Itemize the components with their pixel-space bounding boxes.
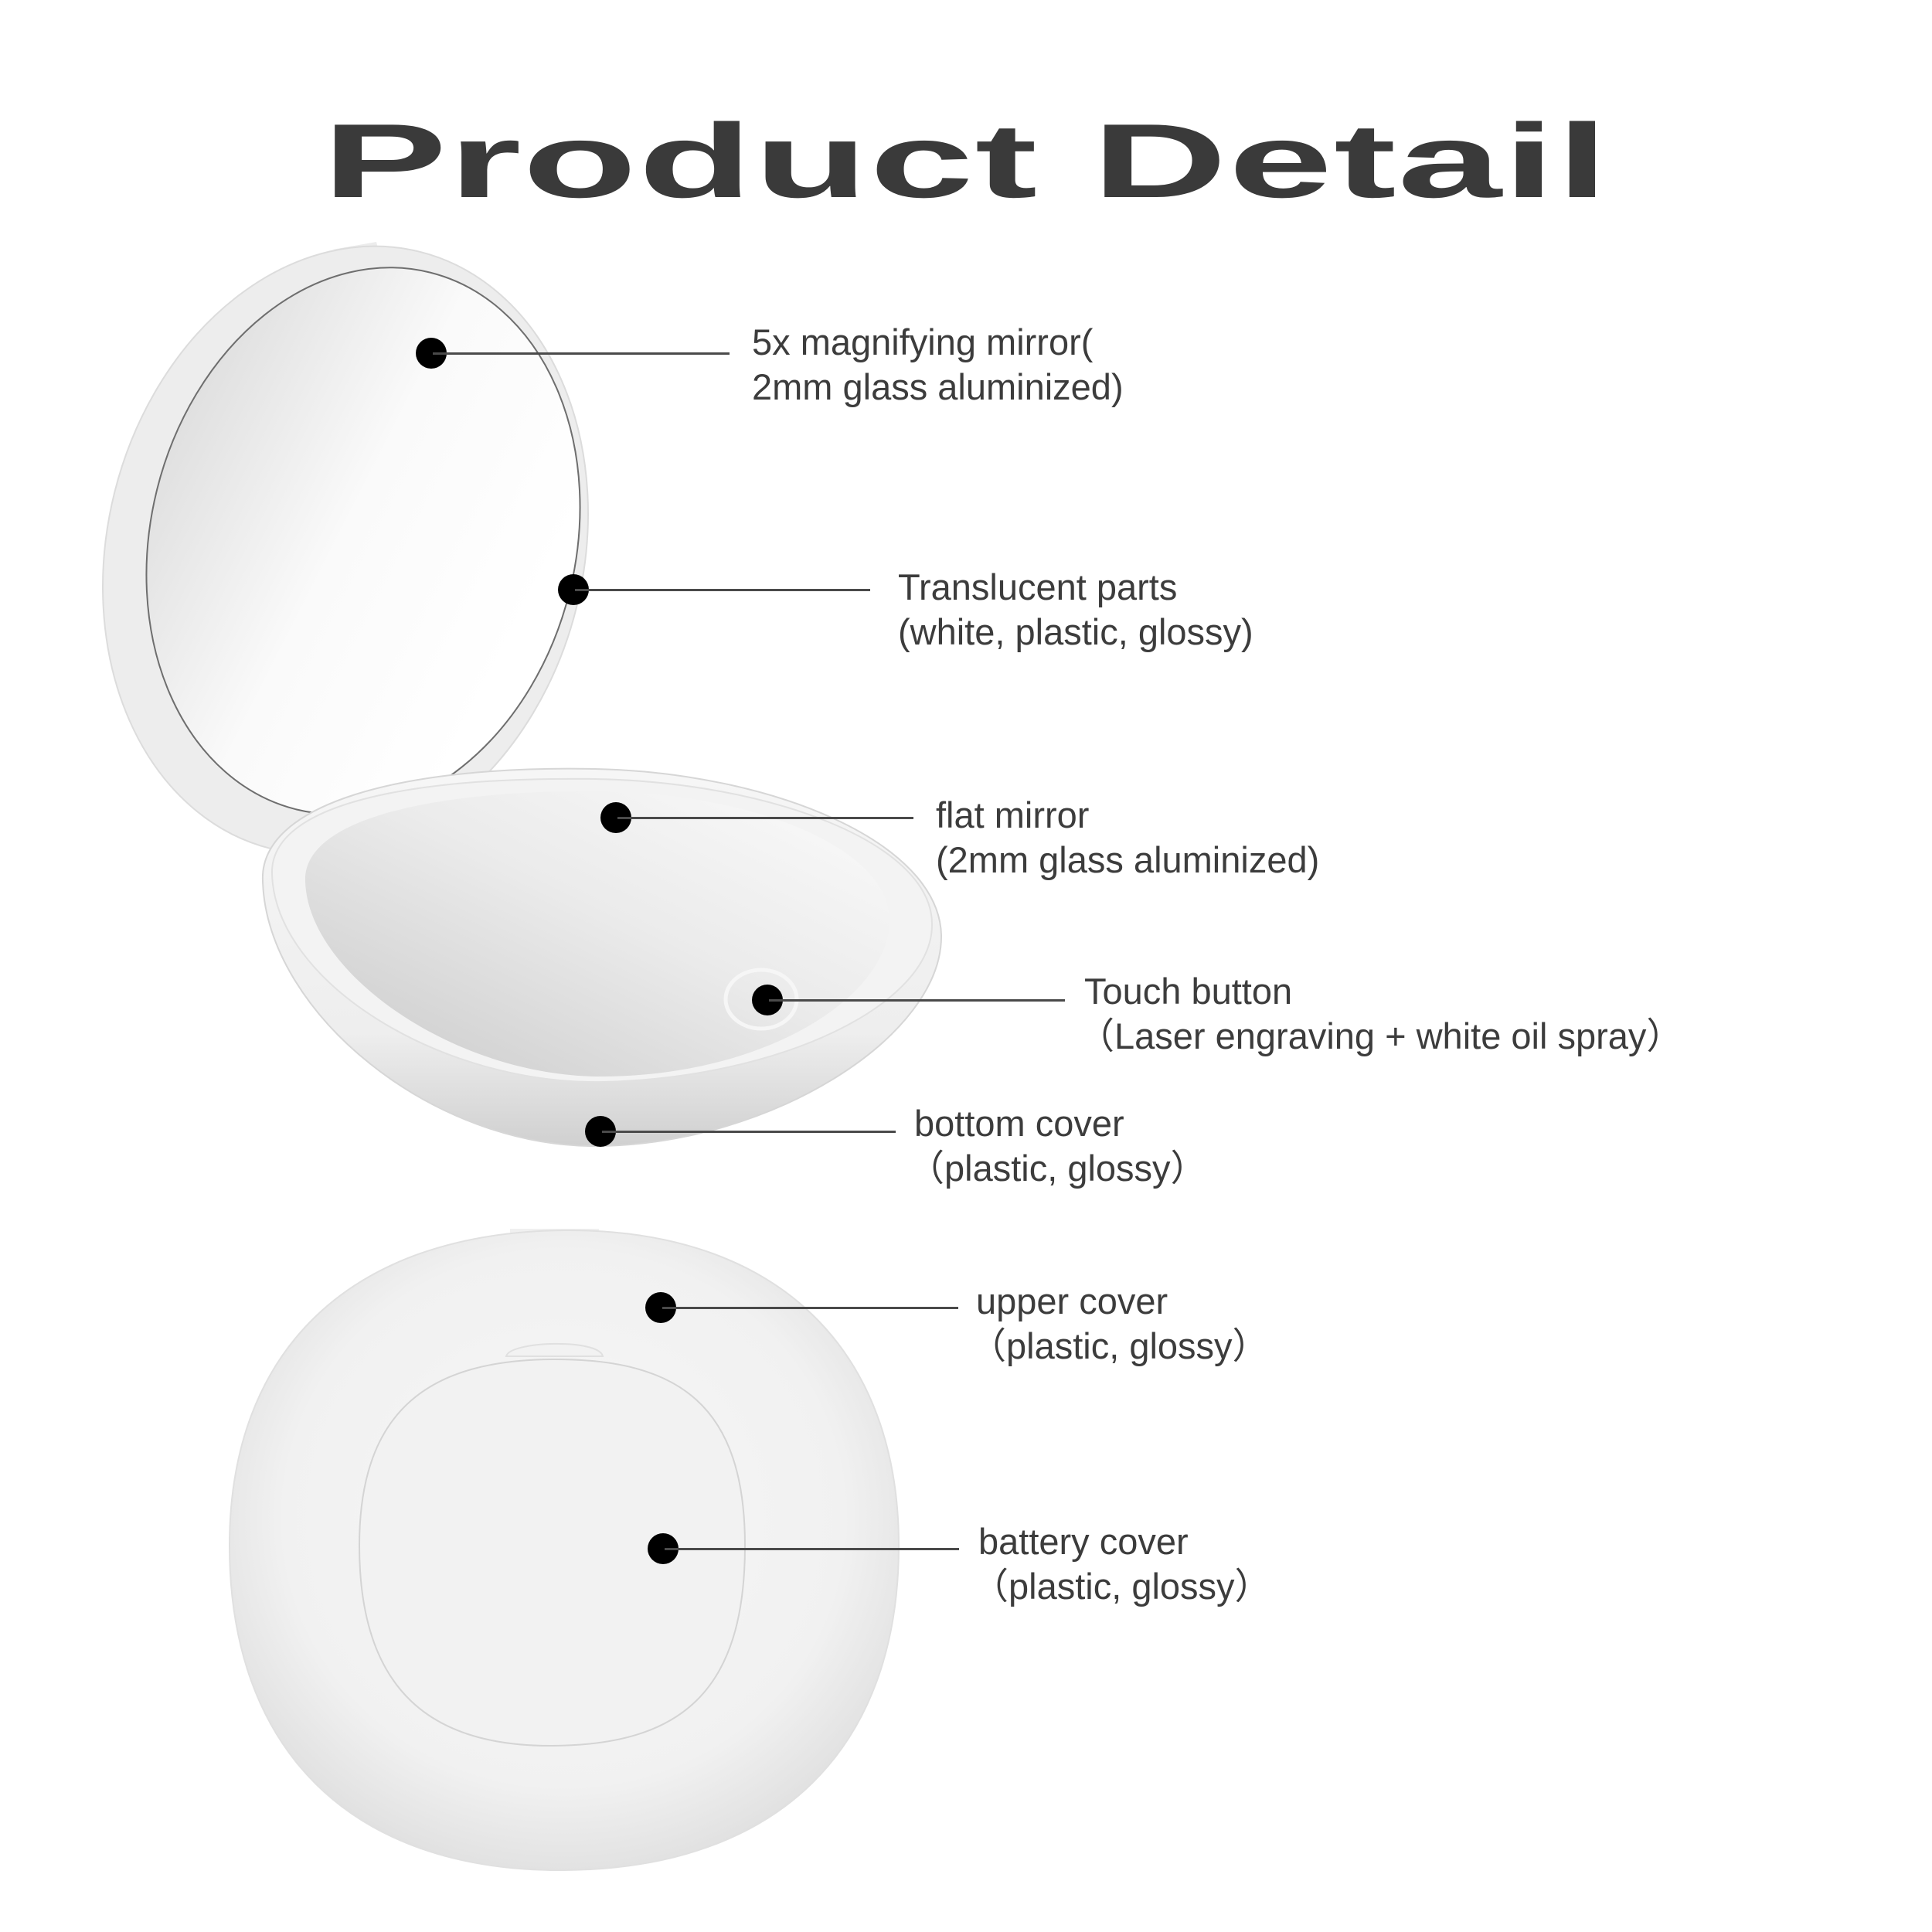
label-upper-cover-line2: （plastic, glossy） (970, 1325, 1269, 1366)
callout-line-battery-cover (665, 1548, 959, 1550)
label-bottom-cover-line1: bottom cover (914, 1103, 1124, 1144)
callout-line-touch-button (769, 999, 1065, 1002)
label-flat-mirror-line2: (2mm glass aluminized) (936, 839, 1320, 880)
label-translucent-parts-line1: Translucent parts (898, 566, 1178, 607)
label-flat-mirror: flat mirror (2mm glass aluminized) (936, 793, 1319, 883)
label-battery-cover: battery cover （plastic, glossy） (972, 1519, 1271, 1609)
battery-tab (505, 1342, 604, 1357)
label-translucent-parts-line2: (white, plastic, glossy) (898, 611, 1253, 652)
label-battery-cover-line1: battery cover (978, 1521, 1189, 1562)
closed-compact (228, 1229, 900, 1872)
callout-line-magnifying-mirror (433, 352, 730, 355)
callout-line-flat-mirror (617, 817, 913, 819)
label-upper-cover-line1: upper cover (976, 1281, 1168, 1321)
callout-line-bottom-cover (602, 1131, 896, 1133)
label-upper-cover: upper cover （plastic, glossy） (970, 1279, 1269, 1369)
label-touch-button-line2: （Laser engraving + white oil spray） (1078, 1015, 1683, 1056)
label-bottom-cover-line2: （plastic, glossy） (908, 1148, 1207, 1189)
label-touch-button: Touch button （Laser engraving + white oi… (1078, 969, 1682, 1059)
callout-line-translucent-parts (575, 589, 870, 591)
label-battery-cover-line2: （plastic, glossy） (972, 1566, 1271, 1607)
label-bottom-cover: bottom cover （plastic, glossy） (908, 1101, 1207, 1191)
page-title: Product Detail (322, 102, 1610, 219)
label-magnifying-mirror: 5x magnifying mirror( 2mm glass aluminiz… (752, 320, 1124, 410)
label-touch-button-line1: Touch button (1084, 971, 1293, 1012)
callout-line-upper-cover (662, 1307, 958, 1309)
battery-cover-shape (358, 1358, 747, 1747)
label-magnifying-mirror-line1: 5x magnifying mirror( (752, 321, 1094, 362)
label-flat-mirror-line1: flat mirror (936, 794, 1090, 835)
label-translucent-parts: Translucent parts (white, plastic, gloss… (898, 565, 1253, 655)
label-magnifying-mirror-line2: 2mm glass aluminized) (752, 366, 1124, 407)
magnifying-lid (102, 242, 589, 855)
